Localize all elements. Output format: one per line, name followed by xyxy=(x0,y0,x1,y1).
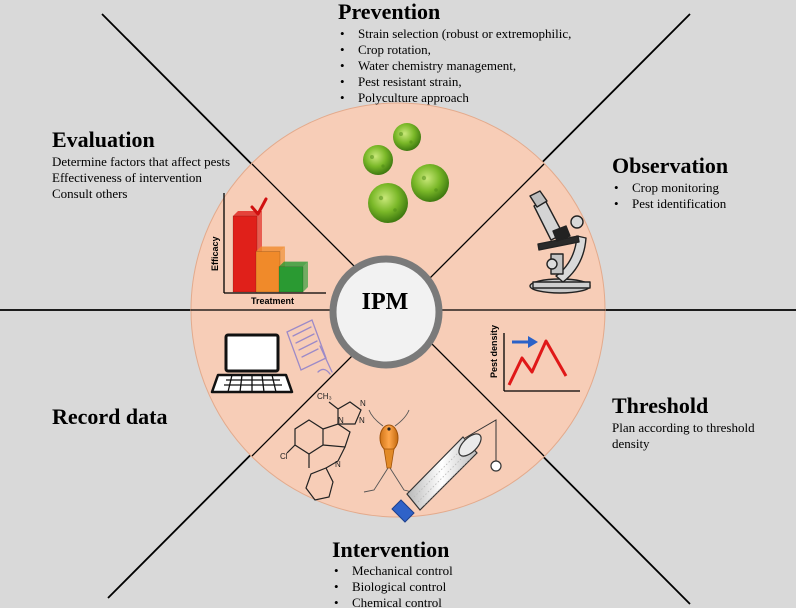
copepod-icon xyxy=(363,409,413,493)
threshold-title: Threshold xyxy=(612,393,709,418)
pest-density-axis-label: Pest density xyxy=(489,325,499,378)
evaluation-line: Consult others xyxy=(52,186,128,201)
prevention-list: Strain selection (robust or extremophili… xyxy=(338,26,571,106)
prevention-item: Strain selection (robust or extremophili… xyxy=(338,26,571,42)
evaluation-line: Effectiveness of intervention xyxy=(52,170,202,185)
treatment-axis-label: Treatment xyxy=(251,296,294,306)
record-data-title: Record data xyxy=(52,404,168,429)
intervention-item: Mechanical control xyxy=(332,563,453,579)
density-trend-line xyxy=(507,339,568,386)
observation-item: Pest identification xyxy=(612,196,728,212)
molecule-label: CH₃ xyxy=(317,392,332,401)
molecule-label: N xyxy=(359,416,365,425)
record-data-section: Record data xyxy=(52,405,167,429)
laptop-icon xyxy=(210,333,294,394)
prevention-item: Pest resistant strain, xyxy=(338,74,571,90)
intervention-title: Intervention xyxy=(332,537,450,562)
evaluation-section: Evaluation Determine factors that affect… xyxy=(52,128,230,202)
observation-list: Crop monitoring Pest identification xyxy=(612,180,728,212)
arrow-right-icon xyxy=(528,336,538,348)
molecule-label: N xyxy=(360,399,366,408)
intervention-section: Intervention Mechanical control Biologic… xyxy=(332,538,453,608)
prevention-section: Prevention Strain selection (robust or e… xyxy=(338,0,571,106)
prevention-title: Prevention xyxy=(338,0,441,24)
checkmark-icon xyxy=(250,197,268,216)
observation-item: Crop monitoring xyxy=(612,180,728,196)
intervention-item: Chemical control xyxy=(332,595,453,608)
molecule-label: N xyxy=(338,416,344,425)
molecule-icon xyxy=(286,401,362,501)
plankton-net-icon xyxy=(391,419,502,523)
algae-cells-icon xyxy=(363,123,449,223)
molecule-label: Cl xyxy=(280,452,288,461)
observation-section: Observation Crop monitoring Pest identif… xyxy=(612,153,729,213)
evaluation-title: Evaluation xyxy=(52,127,155,152)
prevention-item: Crop rotation, xyxy=(338,42,571,58)
molecule-label: N xyxy=(335,460,341,469)
ipm-hub xyxy=(329,255,443,369)
microscope-icon xyxy=(529,190,591,294)
intervention-item: Biological control xyxy=(332,579,453,595)
threshold-section: Threshold Plan according to threshold de… xyxy=(612,394,755,452)
notepad-icon xyxy=(286,319,333,375)
efficacy-bar xyxy=(278,261,308,293)
threshold-line: density xyxy=(612,436,650,451)
efficacy-chart-icon: Efficacy Treatment xyxy=(210,193,326,306)
evaluation-line: Determine factors that affect pests xyxy=(52,154,231,169)
prevention-item: Water chemistry management, xyxy=(338,58,571,74)
ipm-label: IPM xyxy=(361,289,409,315)
prevention-item: Polyculture approach xyxy=(338,90,571,106)
threshold-line: Plan according to threshold xyxy=(612,420,755,435)
observation-title: Observation xyxy=(612,153,729,178)
efficacy-axis-label: Efficacy xyxy=(210,236,220,271)
pest-density-chart-icon: Pest density xyxy=(489,325,580,392)
intervention-list: Mechanical control Biological control Ch… xyxy=(332,563,453,608)
